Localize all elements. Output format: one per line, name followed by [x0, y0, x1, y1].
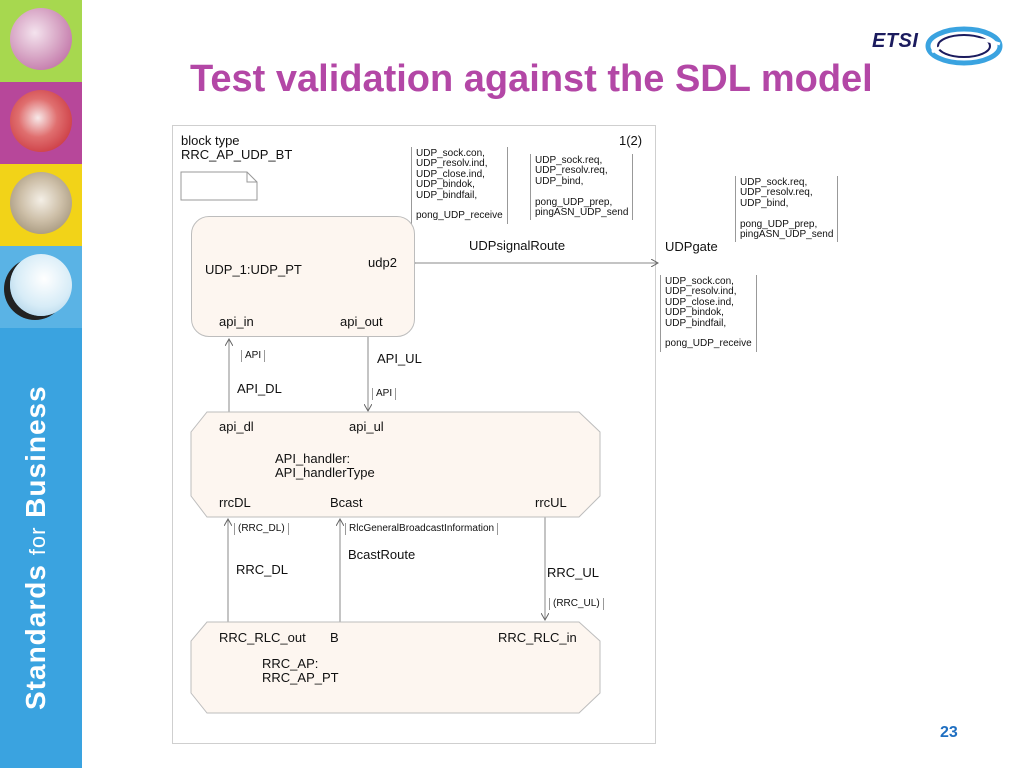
- rrc-dl-signal-tag: (RRC_DL): [234, 523, 289, 535]
- api-dl-gate-label: api_dl: [219, 419, 254, 434]
- logo-swoosh-icon: [925, 26, 1003, 66]
- slogan-word-for: for: [25, 526, 50, 556]
- api-ul-route-label: API_UL: [377, 351, 422, 366]
- logo-text: ETSI: [872, 30, 919, 52]
- api-handler-type-name: API_handlerType: [275, 465, 375, 480]
- etsi-logo: ETSI: [872, 22, 1004, 72]
- b-gate-label: B: [330, 630, 339, 645]
- rrc-ap-type-name: RRC_AP_PT: [262, 670, 339, 685]
- globe-image: [10, 172, 72, 234]
- api-handler-instance-name: API_handler:: [275, 451, 351, 466]
- sidebar-slogan: Standards for Business: [20, 385, 52, 710]
- api-ul-gate-label: api_ul: [349, 419, 384, 434]
- rrc-rlc-out-gate-label: RRC_RLC_out: [219, 630, 306, 645]
- rrcdl-gate-label: rrcDL: [219, 495, 251, 510]
- page-indicator: 1(2): [619, 133, 643, 148]
- sidebar-tile-green: [0, 0, 82, 82]
- sidebar-tile-blue: [0, 246, 82, 328]
- page-number: 23: [940, 724, 958, 741]
- rrc-ul-signal-tag: (RRC_UL): [549, 598, 604, 610]
- note-symbol: [180, 171, 258, 201]
- bcast-route-label: BcastRoute: [348, 547, 416, 562]
- rrc-ap-block-shape: [190, 621, 601, 714]
- api-out-gate-label: api_out: [340, 314, 383, 329]
- api-signal-tag-left: API: [241, 350, 266, 362]
- block-type-name: RRC_AP_UDP_BT: [181, 147, 293, 162]
- slogan-word-business: Business: [20, 385, 51, 518]
- rrc-dl-route-label: RRC_DL: [236, 562, 289, 577]
- rrc-rlc-in-gate-label: RRC_RLC_in: [498, 630, 577, 645]
- slogan-word-standards: Standards: [20, 564, 51, 710]
- bcast-gate-label: Bcast: [330, 495, 363, 510]
- udp-gate-label: UDPgate: [665, 239, 718, 254]
- api-signal-tag-right: API: [372, 388, 397, 400]
- globe-image: [10, 254, 72, 316]
- signal-list-udp-in-outer: UDP_sock.con, UDP_resolv.ind, UDP_close.…: [660, 275, 757, 352]
- udp-process-name: UDP_1:UDP_PT: [205, 262, 302, 277]
- globe-image: [10, 8, 72, 70]
- api-dl-route-label: API_DL: [237, 381, 282, 396]
- signal-list-udp-out-outer: UDP_sock.req, UDP_resolv.req, UDP_bind, …: [735, 176, 839, 243]
- sidebar-tile-magenta: [0, 82, 82, 164]
- globe-image: [10, 90, 72, 152]
- api-in-gate-label: api_in: [219, 314, 254, 329]
- signal-list-udp-in-inner: UDP_sock.con, UDP_resolv.ind, UDP_close.…: [411, 147, 508, 224]
- rrc-ap-instance-name: RRC_AP:: [262, 656, 319, 671]
- rrcul-gate-label: rrcUL: [535, 495, 567, 510]
- udp-process-box[interactable]: UDP_1:UDP_PT udp2 api_in api_out: [191, 216, 415, 337]
- udp-signal-route-label: UDPsignalRoute: [469, 238, 566, 253]
- api-handler-block-shape: [190, 411, 601, 518]
- sdl-block-diagram: block type RRC_AP_UDP_BT 1(2) UDP_sock.c…: [172, 125, 839, 744]
- diagram-lines: [180, 171, 655, 714]
- sidebar: Standards for Business: [0, 0, 82, 768]
- signal-list-udp-out-inner: UDP_sock.req, UDP_resolv.req, UDP_bind, …: [530, 154, 634, 221]
- block-type-label: block type: [181, 133, 240, 148]
- udp2-gate-label: udp2: [368, 255, 397, 270]
- bcast-signal-tag: RlcGeneralBroadcastInformation: [345, 523, 499, 535]
- rrc-ul-route-label: RRC_UL: [547, 565, 600, 580]
- sidebar-tile-yellow: [0, 164, 82, 246]
- slide-title: Test validation against the SDL model: [190, 58, 873, 100]
